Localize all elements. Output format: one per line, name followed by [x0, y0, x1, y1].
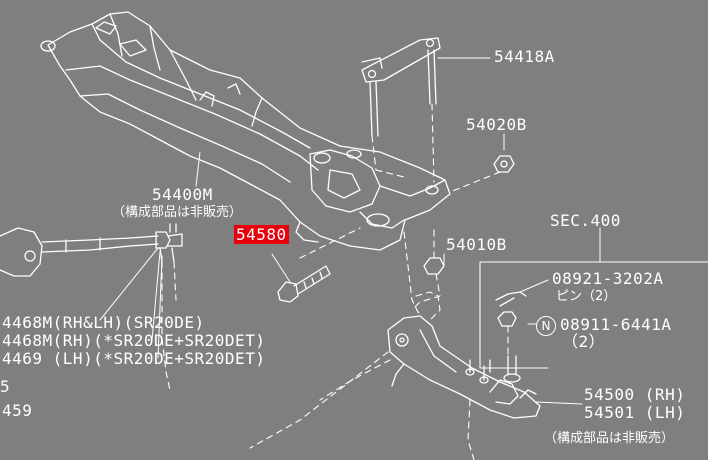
crossmember-drawing [40, 11, 451, 251]
label-54501: 54501 (LH) [584, 403, 686, 422]
label-08921: 08921-3202A [552, 269, 664, 288]
label-fragment-5: 5 [0, 377, 11, 396]
label-54010b: 54010B [446, 235, 507, 254]
label-54400m-note: （構成部品は非販売） [112, 205, 243, 220]
label-54580-highlight: 54580 [234, 225, 289, 244]
bracket-54418a-drawing [361, 37, 441, 137]
bolt-54580-drawing [277, 265, 331, 303]
label-08911-qty: （2） [562, 332, 606, 351]
stabilizer-link-drawing [0, 223, 183, 277]
label-08921-note: ピン（2） [556, 289, 617, 304]
label-08911: 08911-6441A [560, 315, 672, 334]
label-54418a: 54418A [494, 47, 555, 66]
label-54020b: 54020B [466, 115, 527, 134]
lower-link-drawing [387, 315, 541, 419]
nut-54020b-drawing [493, 155, 515, 173]
label-4468m-b: 4468M(RH)(*SR20DE+SR20DET) [2, 331, 266, 350]
n-marker: N [536, 316, 556, 336]
label-4469: 4469 (LH)(*SR20DE+SR20DET) [2, 349, 266, 368]
label-54500-note: （構成部品は非販売） [544, 431, 675, 446]
label-459: 459 [2, 401, 33, 420]
label-54580: 54580 [234, 225, 289, 244]
label-sec400: SEC.400 [550, 211, 621, 230]
label-4468m-a: 4468M(RH&LH)(SR20DE) [2, 313, 205, 332]
label-54400m: 54400M [152, 185, 213, 204]
section-box [479, 261, 708, 369]
nut-54010b-drawing [423, 257, 445, 275]
leader-lines [99, 57, 601, 405]
pin-and-nut-drawing [495, 291, 527, 327]
assembly-guides [161, 103, 509, 460]
label-54500: 54500 (RH) [584, 385, 686, 404]
